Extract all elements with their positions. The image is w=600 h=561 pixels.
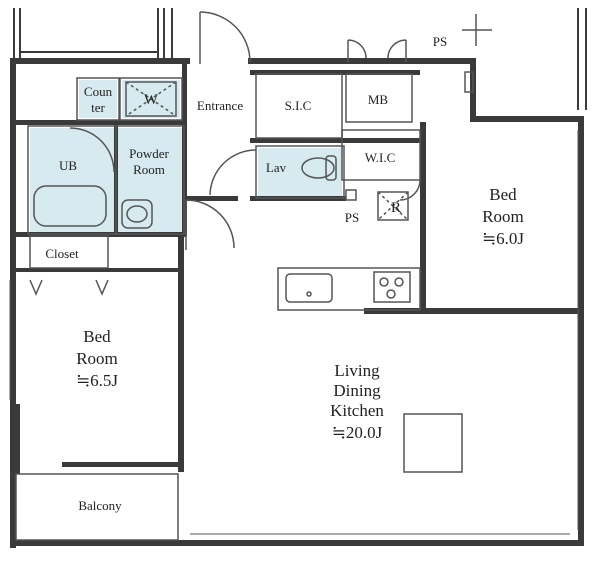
ldk-label-1: Living	[334, 361, 380, 380]
entrance-label: Entrance	[197, 98, 243, 113]
bed-left-label-1: Bed	[83, 327, 111, 346]
closet-label: Closet	[45, 246, 79, 261]
room-labels: Coun ter W Entrance S.I.C MB PS UB Powde…	[45, 34, 524, 513]
bed-left-label-2: Room	[76, 349, 118, 368]
counter-label-2: ter	[91, 100, 105, 115]
outlines	[15, 71, 474, 541]
bed-right-label-1: Bed	[489, 185, 517, 204]
bed-right-label-2: Room	[482, 207, 524, 226]
windows	[9, 130, 579, 535]
ub-label: UB	[59, 158, 77, 173]
sic-label: S.I.C	[285, 98, 312, 113]
ldk-label-2: Dining	[333, 381, 381, 400]
bed-left-label-3: ≒6.5J	[76, 371, 118, 390]
doors	[29, 11, 421, 296]
balcony-label: Balcony	[78, 498, 122, 513]
powder-label-1: Powder	[129, 146, 169, 161]
lav-label: Lav	[266, 160, 287, 175]
fixtures	[33, 14, 492, 303]
ps-top-label: PS	[433, 34, 447, 49]
bed-right-label-3: ≒6.0J	[482, 229, 524, 248]
washer-label: W	[144, 92, 159, 108]
mb-label: MB	[368, 92, 389, 107]
refrigerator-label: R	[391, 200, 401, 216]
ldk-label-3: Kitchen	[330, 401, 384, 420]
ps-mid-label: PS	[345, 210, 359, 225]
powder-label-2: Room	[133, 162, 165, 177]
counter-label-1: Coun	[84, 84, 113, 99]
wic-label: W.I.C	[365, 150, 396, 165]
ldk-label-4: ≒20.0J	[332, 423, 383, 442]
top-stubs	[13, 8, 587, 110]
